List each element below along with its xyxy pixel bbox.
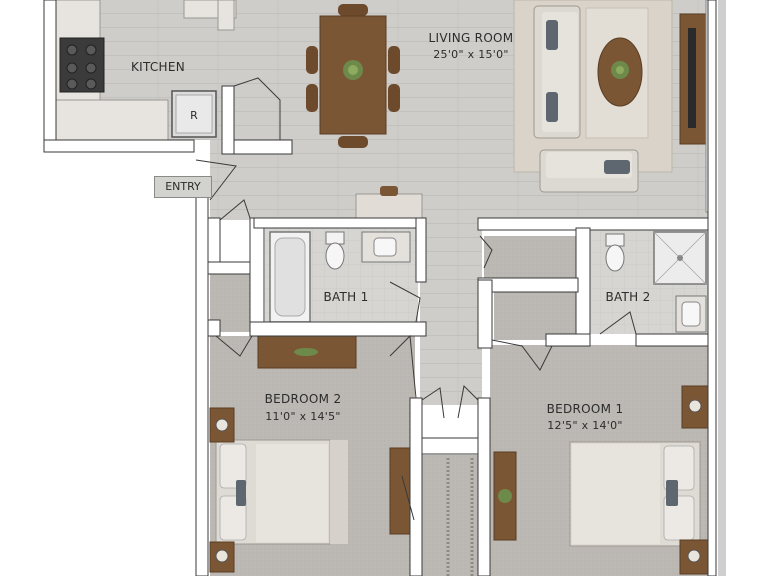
tv-stand-bedroom2-icon xyxy=(389,447,413,535)
living-room-label: LIVING ROOM xyxy=(428,31,514,45)
sink-icon xyxy=(361,231,411,263)
loveseat-icon xyxy=(539,149,639,193)
kitchen-label: KITCHEN xyxy=(130,60,186,74)
interior-walls xyxy=(43,0,717,576)
dining-table-icon xyxy=(306,4,400,148)
bedroom1-dims: 12'5" x 14'0" xyxy=(547,419,623,432)
dresser-bedroom2-icon xyxy=(257,335,357,369)
nightstand-bedroom1-icon xyxy=(679,385,709,575)
toilet-icon xyxy=(325,231,345,270)
dresser-bedroom1-icon xyxy=(493,451,517,541)
bathtub-icon xyxy=(269,231,311,323)
stove-icon xyxy=(59,37,105,93)
door-swings xyxy=(195,77,637,521)
coffee-table-icon xyxy=(597,37,643,107)
entry-label: ENTRY xyxy=(154,176,212,198)
fridge-label: R xyxy=(190,109,198,122)
living-room-dims: 25'0" x 15'0" xyxy=(433,48,509,61)
tv-console-icon xyxy=(679,13,707,145)
shower-icon xyxy=(653,231,707,285)
bedroom1-label: BEDROOM 1 xyxy=(546,402,624,416)
bed1-icon xyxy=(569,441,701,547)
hall-console-icon xyxy=(355,186,423,219)
toilet2-icon xyxy=(605,233,625,272)
sofa-icon xyxy=(533,5,581,139)
bedroom2-label: BEDROOM 2 xyxy=(264,392,342,406)
bath1-label: BATH 1 xyxy=(323,290,369,304)
bedroom2-dims: 11'0" x 14'5" xyxy=(265,410,341,423)
bed2-icon xyxy=(215,439,348,545)
bath2-label: BATH 2 xyxy=(605,290,651,304)
fridge-icon xyxy=(171,90,217,138)
sink2-icon xyxy=(675,295,707,333)
nightstand-bedroom2-icon xyxy=(209,407,235,573)
